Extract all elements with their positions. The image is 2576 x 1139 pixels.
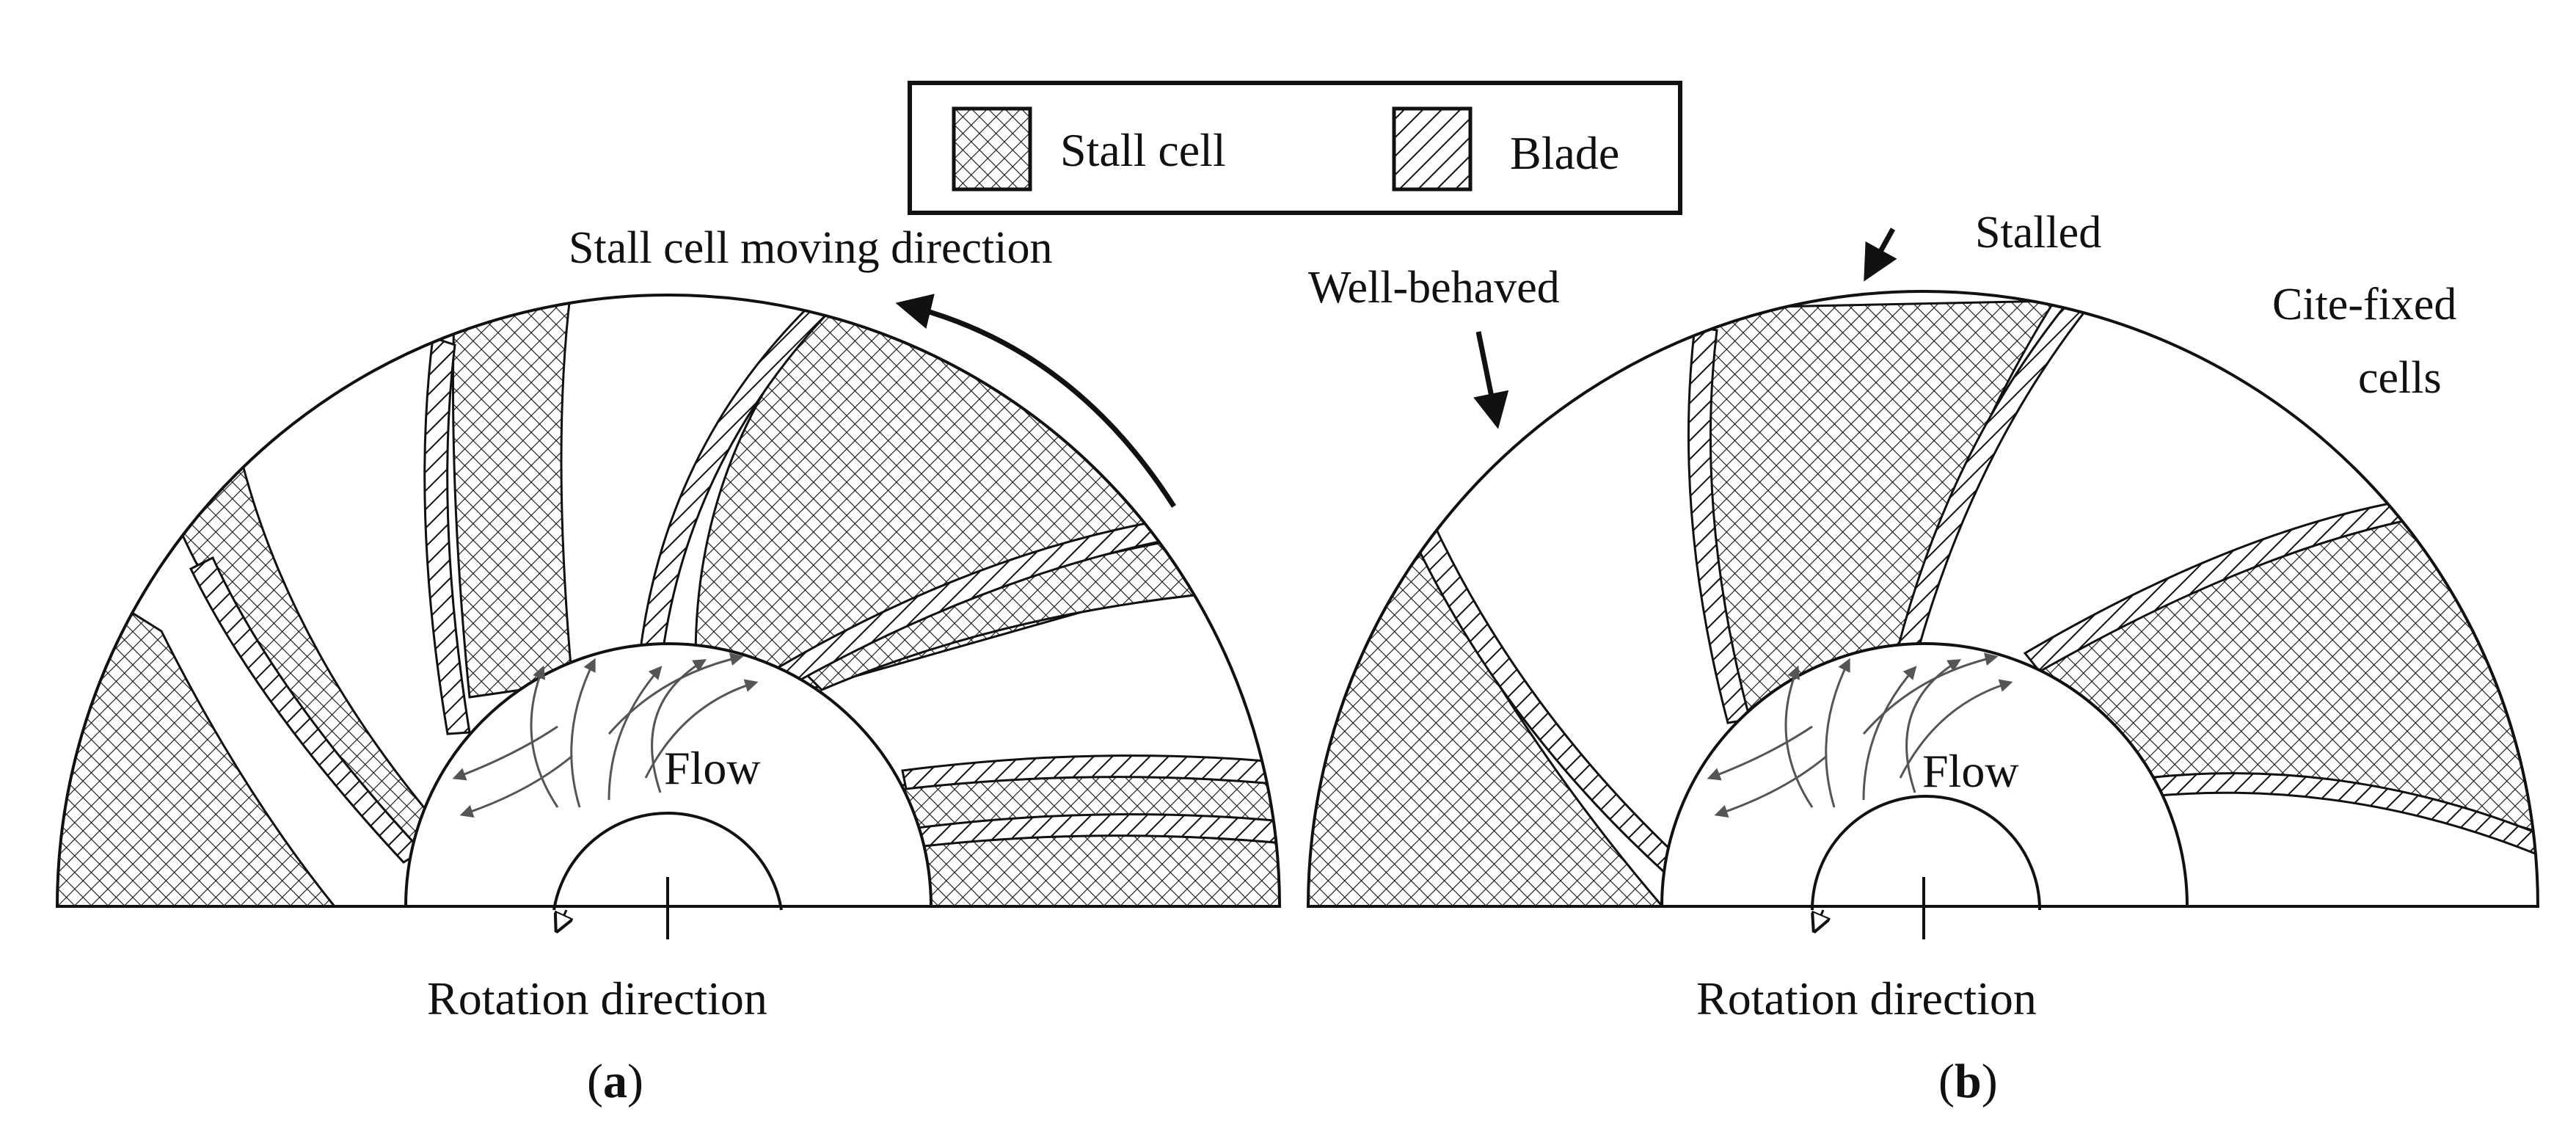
legend-label-blade: Blade bbox=[1510, 127, 1619, 179]
cite-fixed-cells-label: cells bbox=[2358, 353, 2442, 403]
stall-moving-direction-arrow bbox=[895, 294, 1176, 508]
panel-b-tag: (b) bbox=[1938, 1055, 1998, 1108]
flow-label: Flow bbox=[1922, 745, 2019, 797]
well-behaved-label: Well-behaved bbox=[1308, 263, 1560, 313]
rotation-direction-label: Rotation direction bbox=[1696, 972, 2037, 1025]
flow-arrows bbox=[1707, 652, 2013, 818]
well-behaved-arrow bbox=[1473, 331, 1509, 429]
impeller-outline bbox=[55, 294, 1282, 908]
stalled-label: Stalled bbox=[1975, 208, 2101, 258]
blade bbox=[2145, 772, 2538, 856]
blade bbox=[905, 813, 1280, 849]
panel-b: Stalled Well-behaved Cite-fixed cells Fl… bbox=[1306, 208, 2540, 1108]
panel-b-impeller bbox=[1308, 299, 2538, 906]
stalled-arrow bbox=[1864, 228, 1897, 282]
legend-label-stall-cell: Stall cell bbox=[1060, 124, 1226, 176]
legend-swatch-blade bbox=[1392, 106, 1473, 192]
legend-swatch-stall-cell bbox=[952, 106, 1032, 192]
rotation-arrow-head bbox=[1815, 909, 1823, 929]
flow-arrows bbox=[452, 652, 759, 818]
shaft-arc bbox=[1811, 795, 2041, 911]
legend: Stall cell Blade bbox=[908, 81, 1682, 215]
stall-moving-direction-label: Stall cell moving direction bbox=[569, 223, 1052, 273]
rotation-arrow-head bbox=[558, 909, 566, 929]
shaft-arc bbox=[552, 812, 783, 911]
rotation-direction-label: Rotation direction bbox=[427, 972, 767, 1025]
hub bbox=[404, 642, 933, 908]
panel-a-tag: (a) bbox=[587, 1055, 643, 1108]
blade bbox=[423, 335, 471, 735]
stall-cell bbox=[57, 556, 340, 906]
legend-frame bbox=[908, 81, 1682, 215]
impeller-outline bbox=[1306, 290, 2540, 908]
hub bbox=[1660, 642, 2189, 908]
blade bbox=[901, 754, 1280, 790]
flow-label: Flow bbox=[664, 742, 761, 794]
panel-a: Stall cell moving direction Flow Rotatio… bbox=[55, 223, 1282, 1108]
cite-fixed-label: Cite-fixed bbox=[2272, 280, 2456, 330]
stall-cell bbox=[1308, 512, 1668, 906]
stall-cell bbox=[452, 295, 574, 699]
